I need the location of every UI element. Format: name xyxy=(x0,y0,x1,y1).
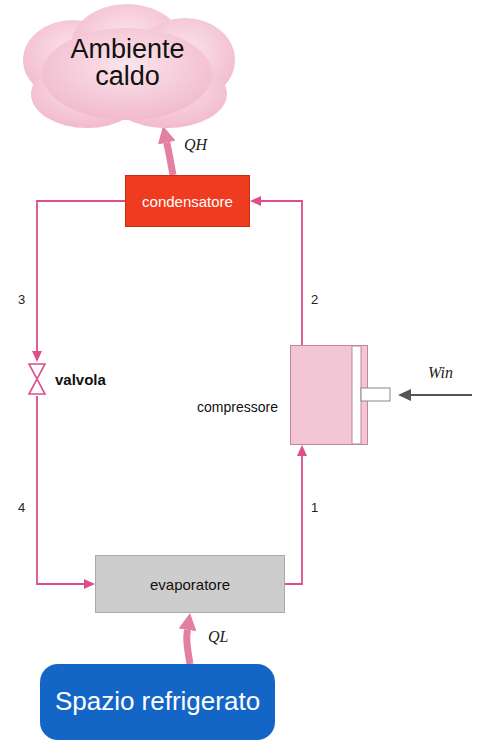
node-text: Ambiente caldo xyxy=(53,36,203,90)
cloud-lobe xyxy=(42,28,212,120)
state-number: 2 xyxy=(309,292,320,307)
comp-outline xyxy=(290,345,368,445)
environment-cloud: Ambiente caldo xyxy=(15,2,240,132)
cylinder-body xyxy=(291,346,368,445)
node-text: valvola xyxy=(55,371,106,388)
refrigerant-line xyxy=(285,456,302,584)
work-input-label: Win xyxy=(428,364,453,382)
refrigerant-line xyxy=(37,201,125,351)
node-text: condensatore xyxy=(142,193,233,210)
state-number: 1 xyxy=(309,500,320,515)
node-text: compressore xyxy=(197,399,278,415)
refrigerant-line xyxy=(37,396,84,584)
state-number: 4 xyxy=(16,500,27,515)
evaporator-box: evaporatore xyxy=(95,555,285,613)
heat-label: QL xyxy=(206,628,230,646)
piston xyxy=(352,346,361,444)
heat-arrow xyxy=(187,630,190,664)
node-text: Spazio refrigerato xyxy=(55,688,260,715)
work-arrow-head xyxy=(398,389,411,401)
cold-space-box: Spazio refrigerato xyxy=(40,664,275,740)
refrigerant-line xyxy=(261,201,302,345)
compressor-cylinder: compressore xyxy=(290,345,368,445)
heat-arrow xyxy=(167,143,173,175)
work-arrow xyxy=(398,389,472,401)
state-number: 3 xyxy=(16,292,27,307)
valve-symbol xyxy=(29,364,45,394)
expansion-valve: valvola xyxy=(27,362,137,396)
node-text: evaporatore xyxy=(150,576,230,593)
piston-rod xyxy=(361,388,390,401)
heat-label: QH xyxy=(182,136,209,154)
condenser-box: condensatore xyxy=(125,175,250,227)
work-arrow-shaft xyxy=(410,394,472,396)
